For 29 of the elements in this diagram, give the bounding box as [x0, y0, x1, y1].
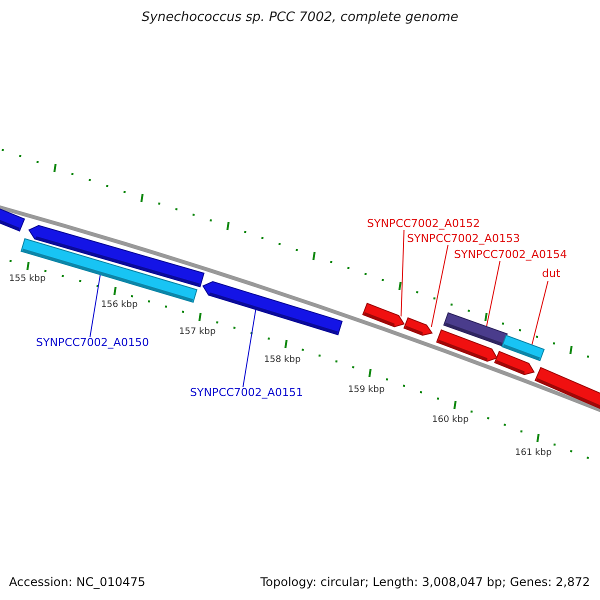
gene-block [362, 302, 405, 328]
leader-line [400, 230, 404, 317]
gene-label: SYNPCC7002_A0152 [367, 218, 480, 229]
tick-label: 160 kbp [432, 416, 469, 425]
gene-block [403, 317, 433, 336]
gene-block [501, 334, 545, 362]
tick-label: 159 kbp [348, 386, 385, 395]
gene-label: SYNPCC7002_A0150 [36, 337, 149, 348]
gene-label: SYNPCC7002_A0153 [407, 233, 520, 244]
tick-label: 161 kbp [515, 449, 552, 458]
leader-line [90, 274, 101, 338]
tick-label: 155 kbp [9, 275, 46, 284]
leader-line [531, 280, 548, 346]
tick-label: 158 kbp [264, 356, 301, 365]
gene-block [0, 208, 26, 232]
accession-text: Accession: NC_010475 [9, 576, 146, 588]
gene-label: SYNPCC7002_A0151 [190, 387, 303, 398]
genome-info-text: Topology: circular; Length: 3,008,047 bp; Genes: 2,872 [260, 576, 590, 588]
tick-label: 157 kbp [179, 328, 216, 337]
title: Synechococcus sp. PCC 7002, complete genome [140, 11, 460, 24]
leader-line [430, 244, 448, 328]
leader-line [242, 309, 256, 388]
gene-block [534, 366, 600, 410]
gene-label: SYNPCC7002_A0154 [454, 249, 567, 260]
gene-label: dut [542, 268, 560, 279]
gene-block [443, 312, 508, 347]
gene-block [28, 224, 205, 288]
leader-line [486, 260, 500, 328]
tick-label: 156 kbp [101, 301, 138, 310]
